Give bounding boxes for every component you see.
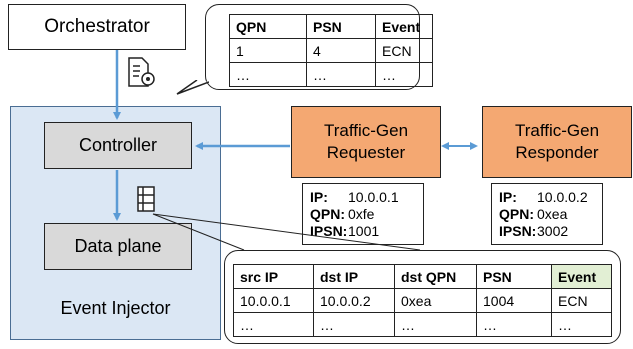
table-cell: 0xea (394, 288, 477, 313)
orchestrator-event-table: QPN PSN Event 1 4 ECN … … … (229, 14, 433, 87)
table-cell: 4 (306, 38, 376, 63)
bubble-tail (176, 80, 209, 95)
table-cell: … (313, 312, 395, 337)
qpn-key: QPN: (499, 206, 534, 222)
table-cell: … (394, 312, 477, 337)
ip-key: IP: (499, 189, 517, 205)
responder-line1: Traffic-Gen (514, 121, 600, 140)
ipsn-key: IPSN: (499, 223, 537, 239)
responder-line2: Responder (515, 143, 599, 162)
header-cell: PSN (306, 14, 376, 39)
header-cell: Event (375, 14, 433, 39)
header-cell-event: Event (551, 264, 612, 289)
requester-line1: Traffic-Gen (323, 121, 409, 140)
table-cell: ECN (551, 288, 612, 313)
traffic-gen-requester-node: Traffic-Gen Requester (291, 106, 441, 178)
header-cell: src IP (233, 264, 314, 289)
table-header-row: src IP dst IP dst QPN PSN Event (233, 264, 612, 289)
table-cell: 10.0.0.1 (233, 288, 314, 313)
table-row: 10.0.0.1 10.0.0.2 0xea 1004 ECN (233, 288, 612, 313)
orchestrator-node: Orchestrator (8, 4, 186, 50)
controller-label: Controller (78, 135, 158, 155)
header-cell: dst IP (313, 264, 395, 289)
qpn-key: QPN: (310, 206, 345, 222)
requester-info-box: IP: 10.0.0.1 QPN:0xfe IPSN:1001 (302, 183, 424, 245)
table-icon (137, 186, 155, 212)
table-cell: … (233, 312, 314, 337)
ipsn-value: 3002 (537, 223, 569, 239)
ipsn-key: IPSN: (310, 223, 348, 239)
table-cell: 1 (229, 38, 307, 63)
callout-line (152, 213, 421, 251)
table-cell: … (551, 312, 612, 337)
table-cell: … (306, 62, 376, 87)
data-plane-label: Data plane (74, 236, 162, 256)
ipsn-value: 1001 (348, 223, 380, 239)
dataplane-match-table: src IP dst IP dst QPN PSN Event 10.0.0.1… (233, 264, 612, 337)
table-row: … … … … … (233, 312, 612, 337)
table-row: … … … (229, 62, 433, 87)
table-cell: 10.0.0.2 (313, 288, 395, 313)
header-cell: dst QPN (394, 264, 477, 289)
qpn-value: 0xfe (348, 206, 375, 222)
table-cell: 1004 (476, 288, 552, 313)
traffic-gen-responder-node: Traffic-Gen Responder (482, 106, 632, 178)
header-cell: PSN (476, 264, 552, 289)
qpn-value: 0xea (537, 206, 568, 222)
table-row: 1 4 ECN (229, 38, 433, 63)
ip-key: IP: (310, 189, 328, 205)
ip-value: 10.0.0.2 (537, 189, 588, 205)
responder-info-box: IP: 10.0.0.2 QPN:0xea IPSN:3002 (491, 183, 603, 245)
header-cell: QPN (229, 14, 307, 39)
table-header-row: QPN PSN Event (229, 14, 433, 39)
ip-value: 10.0.0.1 (348, 189, 399, 205)
table-cell: … (476, 312, 552, 337)
config-file-icon (128, 57, 155, 87)
table-cell: … (229, 62, 307, 87)
data-plane-node: Data plane (44, 223, 192, 270)
table-cell: ECN (375, 38, 433, 63)
orchestrator-label: Orchestrator (44, 16, 150, 37)
controller-node: Controller (44, 122, 192, 169)
callout-line (152, 213, 245, 251)
event-injector-label: Event Injector (60, 298, 171, 318)
table-cell: … (375, 62, 433, 87)
requester-line2: Requester (326, 143, 406, 162)
